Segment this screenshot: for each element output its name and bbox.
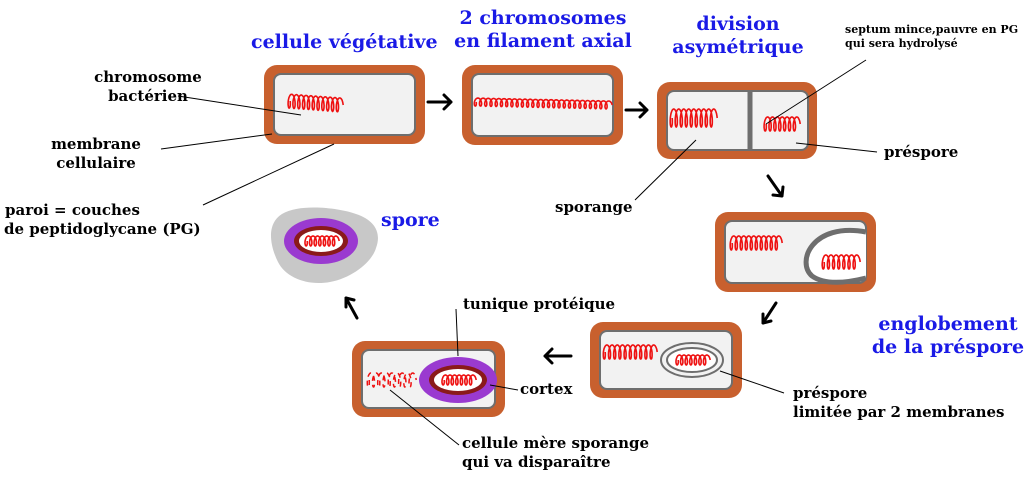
- label-thin-septum-line1: septum mince,pauvre en PG: [845, 23, 1019, 36]
- forespore-dna: [821, 254, 861, 270]
- label-bacterial-chromosome-line1: chromosome: [94, 68, 202, 86]
- label-prespore: préspore: [884, 143, 959, 161]
- forespore-dna-2: [675, 354, 711, 366]
- label-prespore-two-membranes: préspore limitée par 2 membranes: [793, 384, 1005, 422]
- cell-engulfment: [715, 212, 876, 292]
- spore-dna: [304, 235, 340, 247]
- cell-forespore: [590, 322, 742, 398]
- arrow-right-2: [624, 101, 649, 119]
- mother-cell-dna-2: [602, 344, 658, 360]
- sporangium-dna: [669, 108, 718, 129]
- label-cell-membrane-line1: membrane: [51, 135, 141, 153]
- label-prespore-two-membranes-line2: limitée par 2 membranes: [793, 403, 1005, 421]
- mother-cell-dna: [729, 235, 783, 251]
- arrow-down-left: [761, 301, 778, 325]
- title-axial-filament-line2: en filament axial: [454, 30, 632, 52]
- label-cortex: cortex: [520, 380, 573, 398]
- label-thin-septum: septum mince,pauvre en PG qui sera hydro…: [845, 23, 1018, 51]
- label-mother-cell-line1: cellule mère sporange: [462, 434, 650, 452]
- arrows: [344, 93, 785, 365]
- label-mother-cell: cellule mère sporange qui va disparaître: [462, 434, 649, 472]
- degrading-dna: [366, 372, 417, 388]
- spore-core-dna: [441, 374, 477, 386]
- label-prespore-two-membranes-line1: préspore: [793, 384, 868, 402]
- title-asymmetric-division-line1: division: [696, 13, 780, 35]
- title-axial-filament-line1: 2 chromosomes: [459, 7, 627, 29]
- leader-lines: [160, 59, 878, 446]
- label-cell-membrane: membrane cellulaire: [36, 135, 156, 173]
- label-protein-coat: tunique protéique: [463, 295, 616, 313]
- label-bacterial-chromosome-line2: bactérien: [108, 87, 188, 105]
- title-spore: spore: [381, 209, 440, 231]
- cell-vegetative: [264, 65, 425, 144]
- title-asymmetric-division-line2: asymétrique: [672, 36, 804, 58]
- cell-maturation: [352, 341, 505, 417]
- arrow-up-left: [344, 296, 359, 320]
- title-vegetative-cell: cellule végétative: [251, 31, 438, 53]
- label-cell-wall-line1: paroi = couches: [5, 201, 140, 219]
- label-bacterial-chromosome: chromosome bactérien: [92, 68, 204, 106]
- free-spore: [271, 207, 378, 284]
- label-cell-membrane-line2: cellulaire: [56, 154, 136, 172]
- label-cell-wall-line2: de peptidoglycane (PG): [4, 220, 201, 238]
- axial-filament-dna: [473, 97, 613, 110]
- title-asymmetric-division: division asymétrique: [672, 13, 804, 59]
- label-cell-wall: paroi = couches de peptidoglycane (PG): [4, 201, 201, 239]
- cell-asymmetric-division: [657, 82, 817, 159]
- prespore-dna: [763, 116, 801, 132]
- label-thin-septum-line2: qui sera hydrolysé: [845, 37, 958, 50]
- title-engulfment-line2: de la préspore: [871, 336, 1025, 358]
- arrow-right-1: [426, 93, 453, 111]
- title-engulfment: englobement de la préspore: [870, 313, 1026, 359]
- label-sporangium: sporange: [555, 198, 633, 216]
- arrow-left: [543, 347, 573, 365]
- arrow-down-right: [766, 174, 785, 198]
- title-axial-filament: 2 chromosomes en filament axial: [454, 7, 632, 53]
- cell-axial-filament: [462, 65, 623, 145]
- chromosome-dna: [287, 93, 344, 113]
- title-engulfment-line1: englobement: [878, 313, 1018, 335]
- engulfing-membrane: [803, 227, 867, 285]
- label-mother-cell-line2: qui va disparaître: [462, 453, 611, 471]
